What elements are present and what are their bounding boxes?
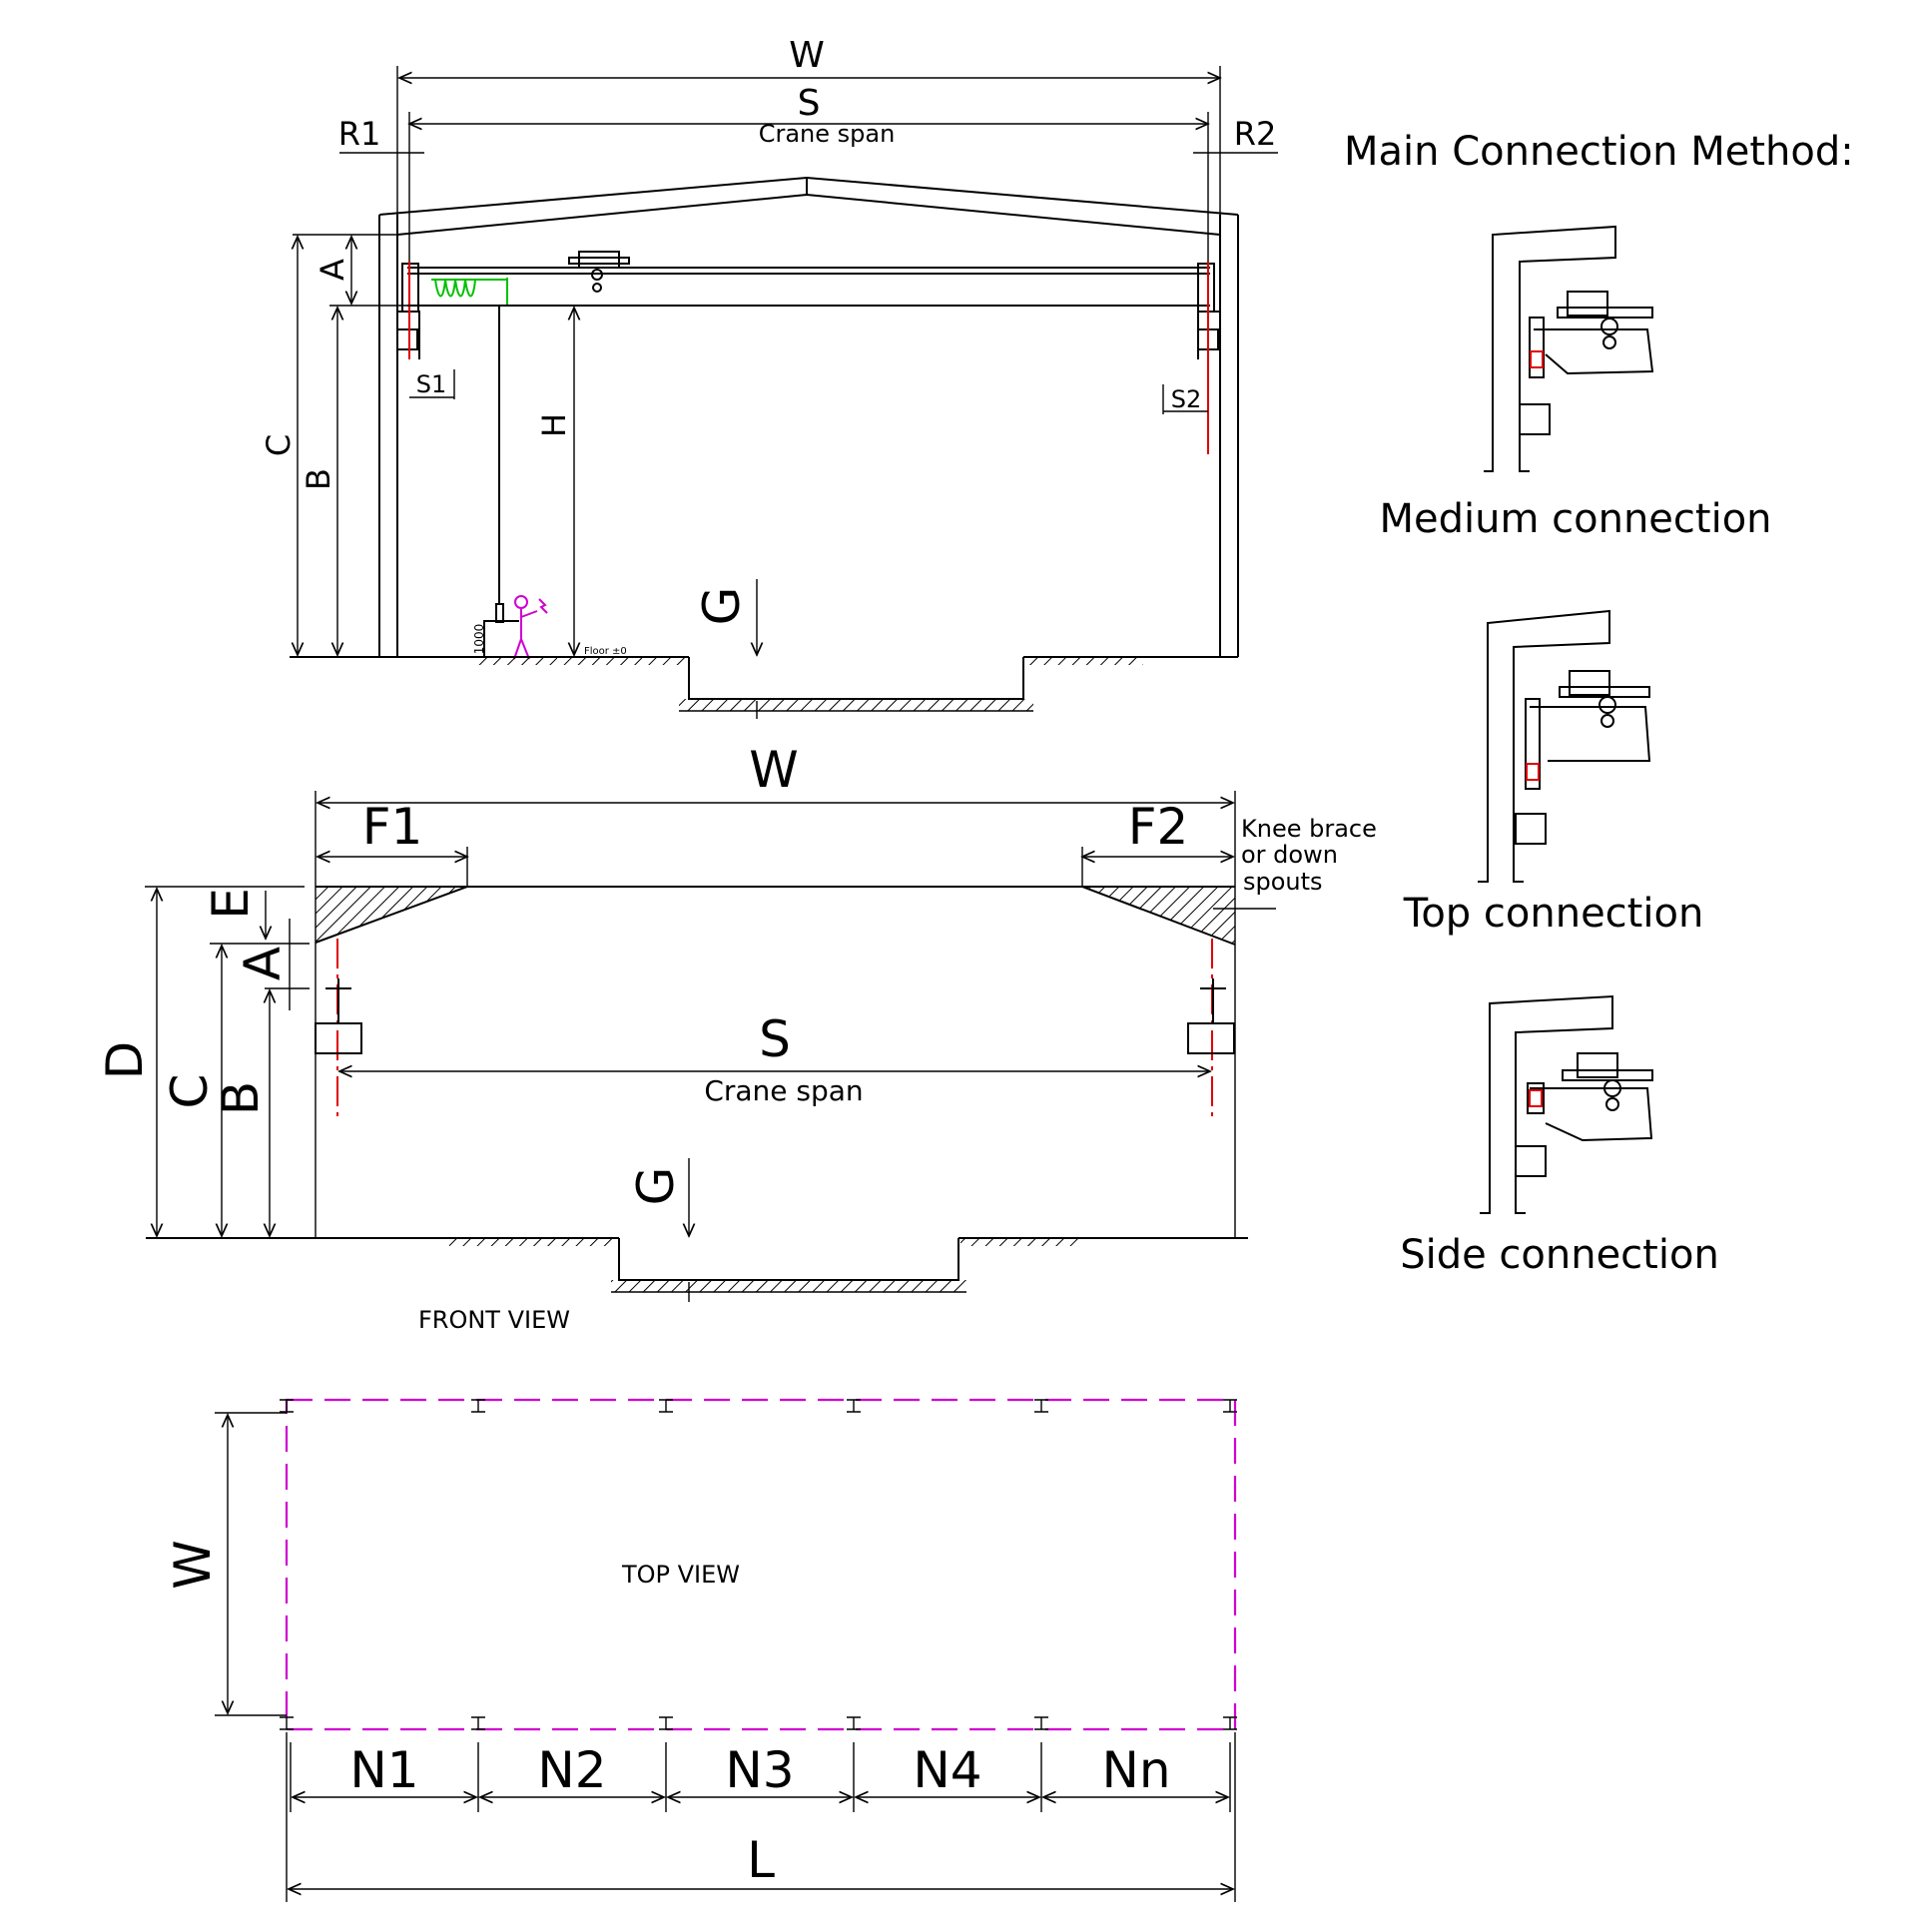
side-connection-label: Side connection — [1400, 1232, 1719, 1278]
upper-G-label: G — [693, 587, 751, 626]
S1-label: S1 — [416, 370, 447, 398]
front-view-caption: FRONT VIEW — [418, 1306, 570, 1334]
floor-label: Floor ±0 — [584, 646, 627, 657]
top-view-plan — [215, 1398, 1237, 1902]
front-view-dimensions — [145, 803, 1276, 1302]
bay-N3-label: N3 — [725, 1741, 794, 1799]
R2-label: R2 — [1234, 115, 1277, 153]
top-view-caption: TOP VIEW — [621, 1561, 740, 1589]
upper-S-label: S — [798, 83, 821, 124]
E-label: E — [202, 888, 260, 920]
front-G-label: G — [627, 1167, 685, 1206]
front-C-label: C — [161, 1074, 219, 1109]
top-W-label: W — [164, 1540, 222, 1589]
upper-B-label: B — [300, 468, 337, 490]
bay-N1-label: N1 — [349, 1741, 418, 1799]
F1-label: F1 — [362, 798, 423, 856]
front-B-label: B — [212, 1081, 270, 1115]
R1-label: R1 — [338, 115, 381, 153]
knee-brace-line-3: spouts — [1243, 868, 1323, 896]
front-W-label: W — [749, 741, 798, 799]
front-A-label: A — [234, 947, 292, 980]
top-connection-detail — [1478, 609, 1651, 883]
knee-brace-line-1: Knee brace — [1241, 815, 1377, 843]
top-connection-label: Top connection — [1403, 891, 1704, 937]
front-crane-span-label: Crane span — [704, 1074, 863, 1107]
height-1000-label: 1000 — [472, 624, 486, 655]
front-view — [146, 791, 1248, 1293]
upper-H-label: H — [535, 413, 573, 437]
upper-W-label: W — [789, 35, 825, 76]
medium-connection-detail — [1484, 225, 1654, 472]
bay-N4-label: N4 — [913, 1741, 981, 1799]
front-S-label: S — [759, 1010, 791, 1068]
S2-label: S2 — [1171, 385, 1202, 413]
knee-brace-line-2: or down — [1241, 841, 1338, 869]
upper-C-label: C — [260, 434, 298, 456]
building-section — [290, 176, 1239, 712]
connection-method-title: Main Connection Method: — [1344, 129, 1854, 175]
bay-Nn-label: Nn — [1101, 1741, 1170, 1799]
medium-connection-label: Medium connection — [1379, 496, 1771, 542]
upper-crane-span-label: Crane span — [759, 120, 896, 148]
upper-A-label: A — [314, 259, 351, 281]
operator-figure — [513, 595, 548, 660]
bay-N2-label: N2 — [537, 1741, 606, 1799]
L-label: L — [747, 1831, 775, 1889]
D-label: D — [96, 1041, 154, 1080]
side-connection-detail — [1480, 994, 1653, 1214]
upper-dimensions — [293, 66, 1278, 719]
F2-label: F2 — [1128, 798, 1189, 856]
